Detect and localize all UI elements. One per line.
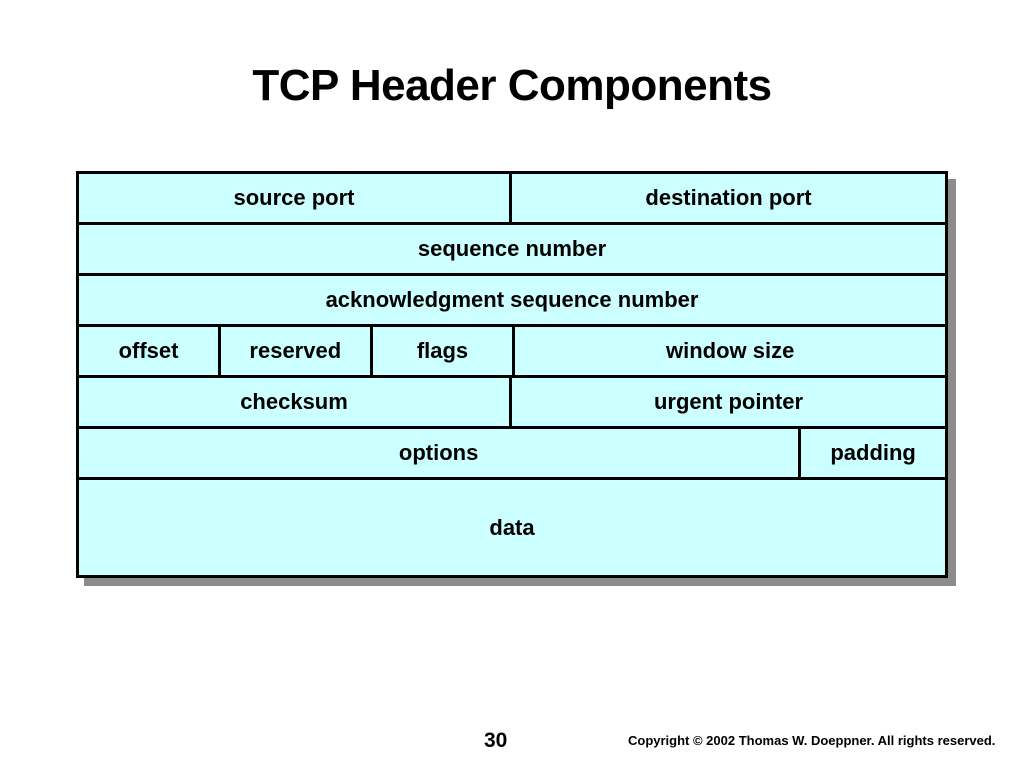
- header-field-row: sequence number: [79, 225, 945, 276]
- header-field-label: options: [398, 440, 479, 465]
- header-field-flags: flags: [372, 327, 516, 375]
- header-field-options: options: [79, 429, 802, 477]
- header-field-row: data: [79, 480, 945, 575]
- page-title: TCP Header Components: [252, 61, 772, 110]
- header-field-label: source port: [233, 185, 355, 210]
- header-field-destination-port: destination port: [512, 174, 945, 222]
- header-field-row: source port destination port: [79, 174, 945, 225]
- header-field-checksum: checksum: [79, 378, 512, 426]
- header-field-source-port: source port: [79, 174, 512, 222]
- header-field-urgent-pointer: urgent pointer: [512, 378, 945, 426]
- header-field-row: options padding: [79, 429, 945, 480]
- tcp-header-table: source port destination port sequence numb…: [76, 171, 948, 578]
- header-field-label: sequence number: [417, 236, 607, 261]
- header-field-label: padding: [830, 440, 916, 465]
- header-field-padding: padding: [801, 429, 945, 477]
- header-field-label: urgent pointer: [653, 389, 804, 414]
- copyright-notice: Copyright © 2002 Thomas W. Doeppner. All…: [628, 733, 996, 748]
- page-number: 30: [484, 729, 508, 752]
- header-field-window-size: window size: [515, 327, 945, 375]
- header-field-row: offset reserved flags window size: [79, 327, 945, 378]
- header-field-row: acknowledgment sequence number: [79, 276, 945, 327]
- header-field-row: checksum urgent pointer: [79, 378, 945, 429]
- header-field-data: data: [79, 480, 945, 575]
- header-field-label: offset: [118, 338, 179, 363]
- tcp-header-diagram: source port destination port sequence numb…: [76, 171, 956, 586]
- header-field-label: destination port: [645, 185, 812, 210]
- header-field-sequence-number: sequence number: [79, 225, 945, 273]
- header-field-label: checksum: [240, 389, 348, 414]
- header-field-label: window size: [666, 338, 795, 363]
- header-field-label: acknowledgment sequence number: [325, 287, 699, 312]
- header-field-reserved: reserved: [221, 327, 373, 375]
- header-field-label: reserved: [249, 338, 342, 363]
- header-field-label: flags: [416, 338, 469, 363]
- header-field-label: data: [489, 514, 535, 540]
- header-field-acknowledgment-sequence-number: acknowledgment sequence number: [79, 276, 945, 324]
- header-field-offset: offset: [79, 327, 222, 375]
